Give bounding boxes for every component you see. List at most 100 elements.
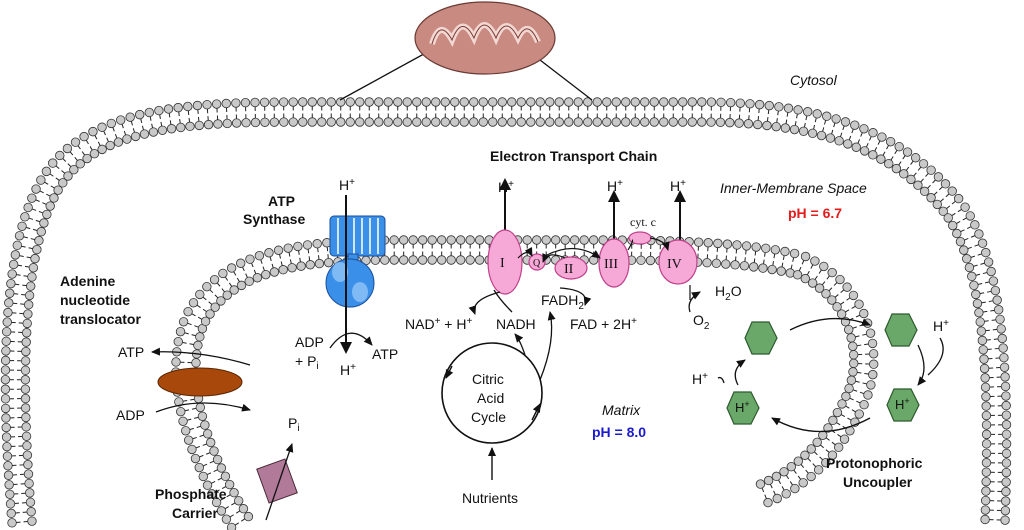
- lipid-head: [183, 101, 193, 112]
- lipid-head: [305, 260, 315, 270]
- lipid-head: [792, 270, 803, 280]
- h2o-label: H2O: [715, 283, 742, 303]
- lipid-head: [178, 416, 188, 426]
- lipid-head: [981, 476, 991, 487]
- lipid-head: [296, 261, 306, 271]
- nutrients-label: Nutrients: [462, 490, 518, 506]
- lipid-head: [884, 159, 894, 169]
- lipid-head: [919, 186, 930, 197]
- lipid-head: [176, 406, 186, 417]
- lipid-head: [478, 117, 488, 127]
- lipid-head: [979, 354, 989, 364]
- lipid-head: [436, 255, 447, 265]
- lipid-head: [191, 358, 201, 368]
- lipid-head: [828, 415, 838, 426]
- lipid-head: [63, 171, 73, 181]
- lipid-head: [735, 98, 746, 108]
- lipid-head: [981, 458, 992, 468]
- lipid-head: [770, 245, 781, 255]
- lipid-head: [21, 412, 31, 423]
- lipid-head: [859, 146, 870, 156]
- lipid-head: [2, 317, 12, 327]
- lipid-head: [22, 450, 33, 460]
- lipid-head: [326, 117, 336, 127]
- lipid-head: [408, 255, 418, 265]
- lipid-head: [771, 471, 782, 482]
- lipid-head: [125, 112, 135, 122]
- lipid-head: [206, 437, 216, 448]
- lipid-head: [977, 335, 988, 346]
- ph-matrix-label: pH = 8.0: [592, 424, 646, 440]
- nad-plus-label: NAD+ + H+: [405, 316, 473, 332]
- lipid-head: [981, 247, 991, 258]
- ims-label: Inner-Membrane Space: [720, 180, 867, 196]
- lipid-head: [355, 97, 365, 107]
- lipid-head: [1001, 486, 1011, 497]
- lipid-head: [298, 117, 308, 127]
- lipid-head: [980, 373, 990, 383]
- lipid-head: [49, 193, 59, 203]
- lipid-head: [800, 450, 810, 460]
- lipid-head: [22, 441, 32, 451]
- lipid-head: [236, 280, 247, 291]
- lipid-head: [314, 258, 325, 269]
- lipid-head: [474, 255, 485, 265]
- atp-synthase-label-2: Synthase: [243, 211, 305, 227]
- lipid-head: [1001, 448, 1012, 459]
- lipid-head: [48, 158, 58, 168]
- lipid-head: [955, 236, 966, 247]
- lipid-head: [27, 516, 37, 526]
- lipid-head: [202, 281, 212, 292]
- lipid-head: [998, 343, 1008, 353]
- lipid-head: [144, 107, 154, 118]
- lipid-head: [106, 118, 117, 129]
- lipid-head: [868, 150, 878, 160]
- lipid-head: [12, 240, 23, 251]
- lipid-head: [844, 383, 854, 394]
- lipid-head: [859, 308, 869, 319]
- lipid-head: [866, 380, 876, 390]
- lipid-head: [793, 456, 803, 466]
- lipid-head: [317, 117, 327, 127]
- lipid-head: [981, 439, 992, 449]
- lipid-head: [53, 185, 63, 195]
- lipid-head: [455, 255, 466, 265]
- lipid-head: [240, 98, 251, 108]
- lipid-head: [827, 450, 838, 460]
- lipid-head: [30, 253, 40, 264]
- lipid-head: [200, 420, 210, 430]
- lipid-head: [687, 97, 697, 107]
- lipid-head: [279, 117, 289, 127]
- lipid-head: [649, 97, 659, 107]
- lipid-head: [21, 431, 32, 441]
- lipid-head: [261, 269, 271, 280]
- lipid-head: [999, 352, 1009, 363]
- lipid-head: [981, 486, 991, 496]
- lipid-head: [779, 467, 789, 477]
- lipid-head: [980, 382, 991, 392]
- lipid-head: [868, 369, 878, 380]
- lipid-head: [1, 346, 11, 356]
- protonophoric-uncoupler: [717, 313, 944, 433]
- lipid-head: [278, 265, 288, 275]
- lipid-head: [1001, 439, 1012, 449]
- lipid-head: [1, 422, 11, 433]
- lipid-head: [836, 309, 847, 319]
- lipid-head: [739, 261, 750, 271]
- lipid-head: [402, 97, 412, 107]
- lipid-head: [981, 410, 992, 421]
- lipid-head: [383, 117, 393, 127]
- lipid-head: [630, 117, 640, 127]
- lipid-head: [734, 118, 744, 128]
- lipid-head: [478, 97, 488, 107]
- lipid-head: [771, 121, 781, 132]
- lipid-head: [959, 245, 969, 255]
- lipid-head: [3, 470, 14, 480]
- lipid-head: [848, 341, 858, 351]
- lipid-head: [697, 97, 707, 107]
- lipid-head: [583, 117, 593, 127]
- lipid-head: [763, 475, 774, 486]
- uncoupler-label-1: Protonophoric: [826, 455, 923, 471]
- lipid-head: [55, 150, 65, 161]
